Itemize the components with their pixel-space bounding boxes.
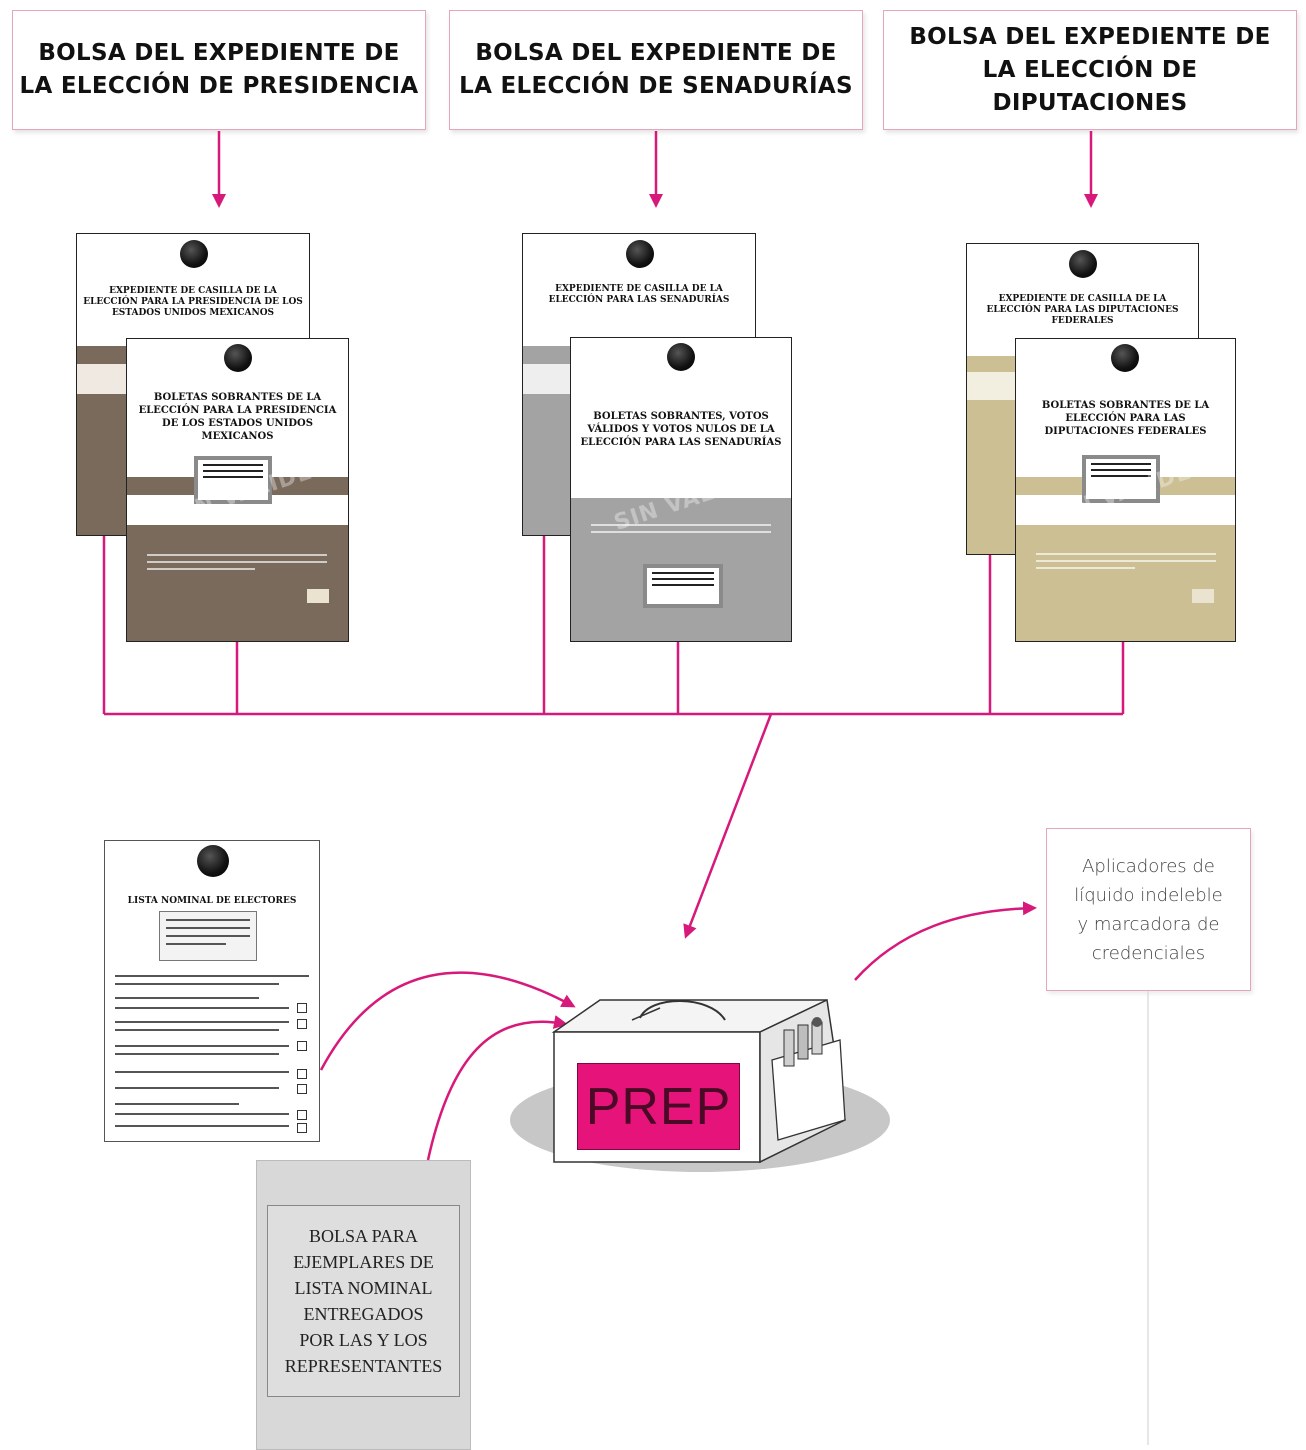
collector-lines: [102, 536, 1125, 716]
arrow-to-prep: [683, 713, 773, 939]
bag-label-line: LISTA NOMINAL: [294, 1278, 433, 1298]
arrow-nominal-to-prep: [319, 971, 576, 1071]
ine-seal-icon: [667, 343, 695, 371]
boletas-senadurias-document: BOLETAS SOBRANTES, VOTOS VÁLIDOS Y VOTOS…: [570, 337, 792, 642]
bag-label-line: BOLSA PARA: [309, 1226, 418, 1246]
boletas-diputaciones-document: BOLETAS SOBRANTES DE LA ELECCIÓN PARA LA…: [1015, 338, 1236, 642]
header-arrows: [212, 131, 1098, 208]
bag-label-line: REPRESENTANTES: [284, 1356, 443, 1376]
bag-label-line: POR LAS Y LOS: [299, 1330, 428, 1350]
expediente-diputaciones-title: EXPEDIENTE DE CASILLA DE LA ELECCIÓN PAR…: [986, 294, 1179, 326]
header-senadurias-line1: BOLSA DEL EXPEDIENTE DE: [475, 40, 837, 66]
bag-label-line: EJEMPLARES DE: [293, 1252, 434, 1272]
lista-nominal-title: LISTA NOMINAL DE ELECTORES: [127, 896, 297, 906]
boletas-presidencia-title: BOLETAS SOBRANTES DE LA ELECCIÓN PARA LA…: [138, 392, 337, 442]
ine-seal-icon: [626, 240, 654, 268]
arrow-prep-to-aplicadores: [854, 901, 1037, 981]
header-diputaciones-line1: BOLSA DEL EXPEDIENTE DE: [909, 23, 1271, 50]
header-diputaciones-line2: LA ELECCIÓN DE DIPUTACIONES: [982, 56, 1198, 116]
header-presidencia-line1: BOLSA DEL EXPEDIENTE DE: [38, 40, 400, 66]
boletas-diputaciones-title: BOLETAS SOBRANTES DE LA ELECCIÓN PARA LA…: [1041, 400, 1210, 437]
ine-seal-icon: [197, 845, 229, 877]
boletas-diputaciones-band: [1016, 525, 1235, 641]
prep-text: PREP: [585, 1077, 732, 1136]
header-box-diputaciones: BOLSA DEL EXPEDIENTE DE LA ELECCIÓN DE D…: [883, 10, 1297, 130]
boletas-presidencia-stamp: [194, 456, 272, 504]
lista-nominal-stamp: [159, 911, 257, 961]
arrow-bag-to-prep: [426, 1015, 568, 1161]
ine-seal-icon: [1111, 344, 1139, 372]
boletas-presidencia-document: BOLETAS SOBRANTES DE LA ELECCIÓN PARA LA…: [126, 338, 349, 642]
bag-label-line: ENTREGADOS: [303, 1304, 424, 1324]
header-senadurias-line2: LA ELECCIÓN DE SENADURÍAS: [459, 73, 853, 99]
boletas-diputaciones-stamp: [1082, 455, 1160, 503]
aplicadores-label-line: credenciales: [1091, 942, 1206, 964]
header-box-presidencia: BOLSA DEL EXPEDIENTE DE LA ELECCIÓN DE P…: [12, 10, 426, 130]
boletas-senadurias-title: BOLETAS SOBRANTES, VOTOS VÁLIDOS Y VOTOS…: [580, 411, 782, 448]
header-presidencia-line2: LA ELECCIÓN DE PRESIDENCIA: [19, 73, 419, 99]
expediente-presidencia-title: EXPEDIENTE DE CASILLA DE LA ELECCIÓN PAR…: [83, 286, 303, 318]
expediente-senadurias-title: EXPEDIENTE DE CASILLA DE LA ELECCIÓN PAR…: [548, 284, 730, 305]
prep-label: PREP: [577, 1063, 740, 1150]
aplicadores-box: Aplicadores de líquido indeleble y marca…: [1046, 828, 1251, 991]
lista-nominal-document: LISTA NOMINAL DE ELECTORES: [104, 840, 320, 1142]
aplicadores-label-line: Aplicadores de: [1082, 855, 1215, 877]
boletas-presidencia-band: [127, 525, 348, 641]
aplicadores-label-line: líquido indeleble: [1074, 884, 1223, 906]
ine-seal-icon: [180, 240, 208, 268]
lista-nominal-bag: BOLSA PARA EJEMPLARES DE LISTA NOMINAL E…: [256, 1160, 471, 1450]
aplicadores-label-line: y marcadora de: [1077, 913, 1220, 935]
ine-seal-icon: [224, 344, 252, 372]
boletas-senadurias-stamp: [643, 564, 723, 608]
lista-nominal-bag-label: BOLSA PARA EJEMPLARES DE LISTA NOMINAL E…: [267, 1205, 460, 1397]
ine-seal-icon: [1069, 250, 1097, 278]
header-box-senadurias: BOLSA DEL EXPEDIENTE DE LA ELECCIÓN DE S…: [449, 10, 863, 130]
